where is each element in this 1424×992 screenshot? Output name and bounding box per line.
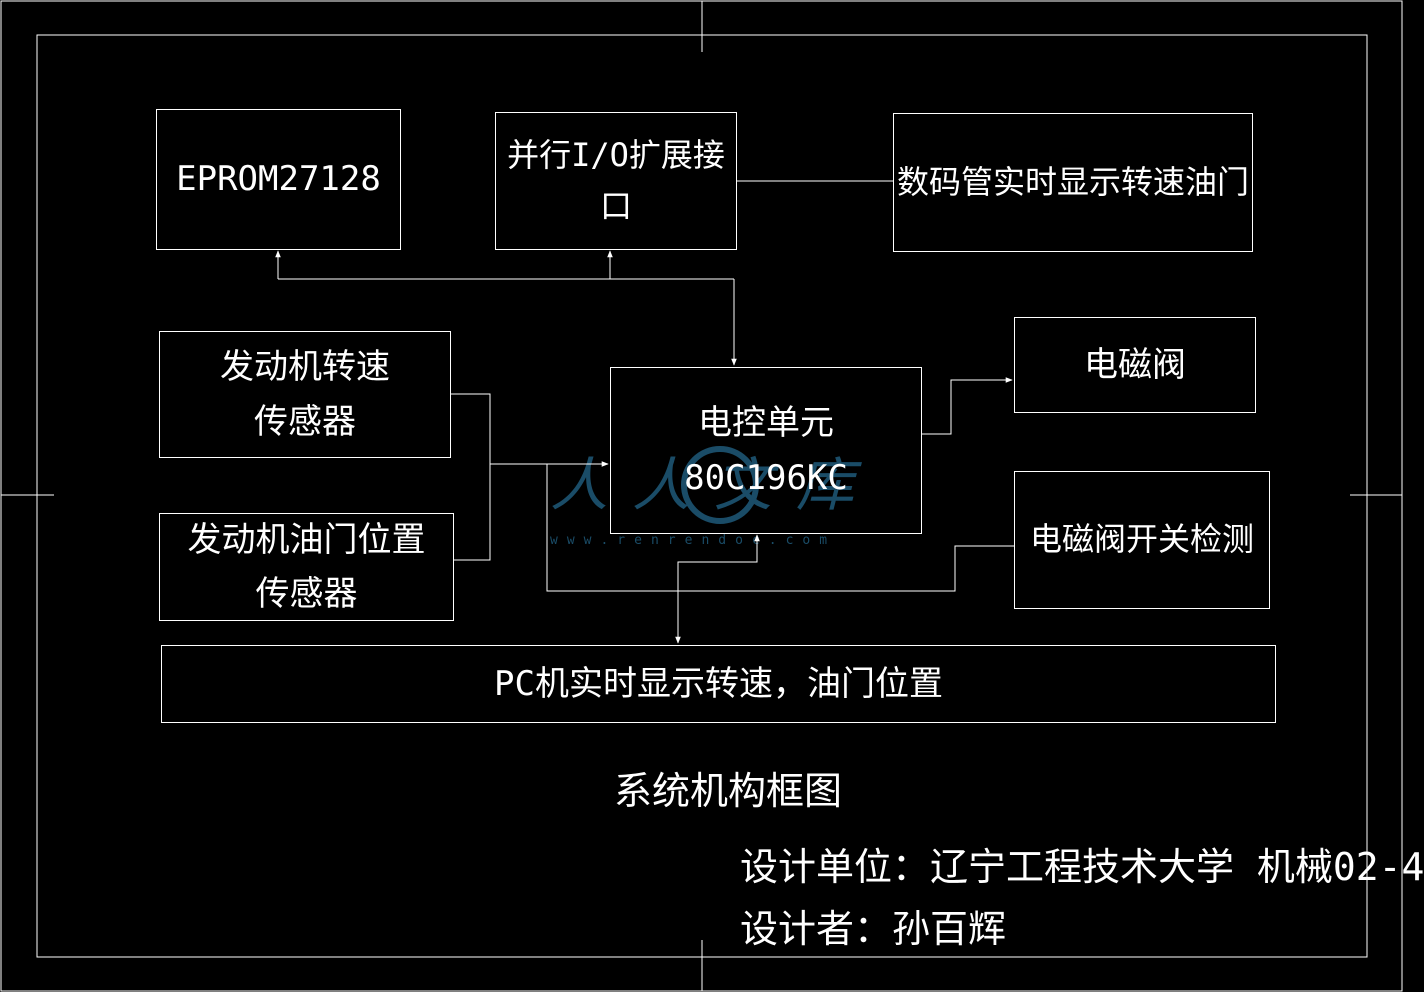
display-block: 数码管实时显示转速油门 xyxy=(893,113,1253,252)
solenoid-detect-block: 电磁阀开关检测 xyxy=(1014,471,1270,609)
bus-to-ecu-bottom-arrow xyxy=(677,534,760,591)
throttle-sensor-label-2: 传感器 xyxy=(255,574,358,614)
solenoid-block: 电磁阀 xyxy=(1014,317,1256,413)
throttle-sensor-label-1: 发动机油门位置 xyxy=(187,519,426,560)
speed-sensor-block: 发动机转速 传感器 xyxy=(159,331,451,458)
parallel-io-label: 并行I/O扩展接口 xyxy=(507,135,725,225)
ecu-label-2: 80C196KC xyxy=(684,457,848,498)
speed-sensor-connector xyxy=(450,393,491,561)
watermark-mark: 人人文库 xyxy=(550,451,878,519)
solenoid-label: 电磁阀 xyxy=(1084,344,1186,385)
eprom-label: EPROM27128 xyxy=(176,159,381,200)
watermark-url: www.renrendoc.com xyxy=(550,533,836,548)
pc-label: PC机实时显示转速，油门位置 xyxy=(494,663,943,704)
display-label: 数码管实时显示转速油门 xyxy=(896,162,1249,201)
designer: 设计者：孙百辉 xyxy=(740,907,1007,951)
design-unit: 设计单位：辽宁工程技术大学 机械02-4 xyxy=(740,845,1424,889)
detect-feedback-connector xyxy=(546,464,1014,592)
speed-sensor-label-1: 发动机转速 xyxy=(220,347,390,388)
eprom-block: EPROM27128 xyxy=(156,109,401,250)
solenoid-detect-label: 电磁阀开关检测 xyxy=(1029,520,1254,559)
ecu-to-solenoid-arrow xyxy=(921,377,1013,435)
speed-sensor-label-2: 传感器 xyxy=(254,401,356,442)
pc-block: PC机实时显示转速，油门位置 xyxy=(161,645,1276,723)
ecu-label-1: 电控单元 xyxy=(698,403,834,444)
diagram-caption: 系统机构框图 xyxy=(614,769,843,813)
parallel-io-block: 并行I/O扩展接口 xyxy=(495,112,737,250)
ecu-block: 电控单元 80C196KC xyxy=(610,367,922,534)
throttle-sensor-block: 发动机油门位置 传感器 xyxy=(159,513,454,621)
watermark: 人人文库 www.renrendoc.com xyxy=(550,446,878,548)
watermark-logo-icon xyxy=(681,446,759,524)
